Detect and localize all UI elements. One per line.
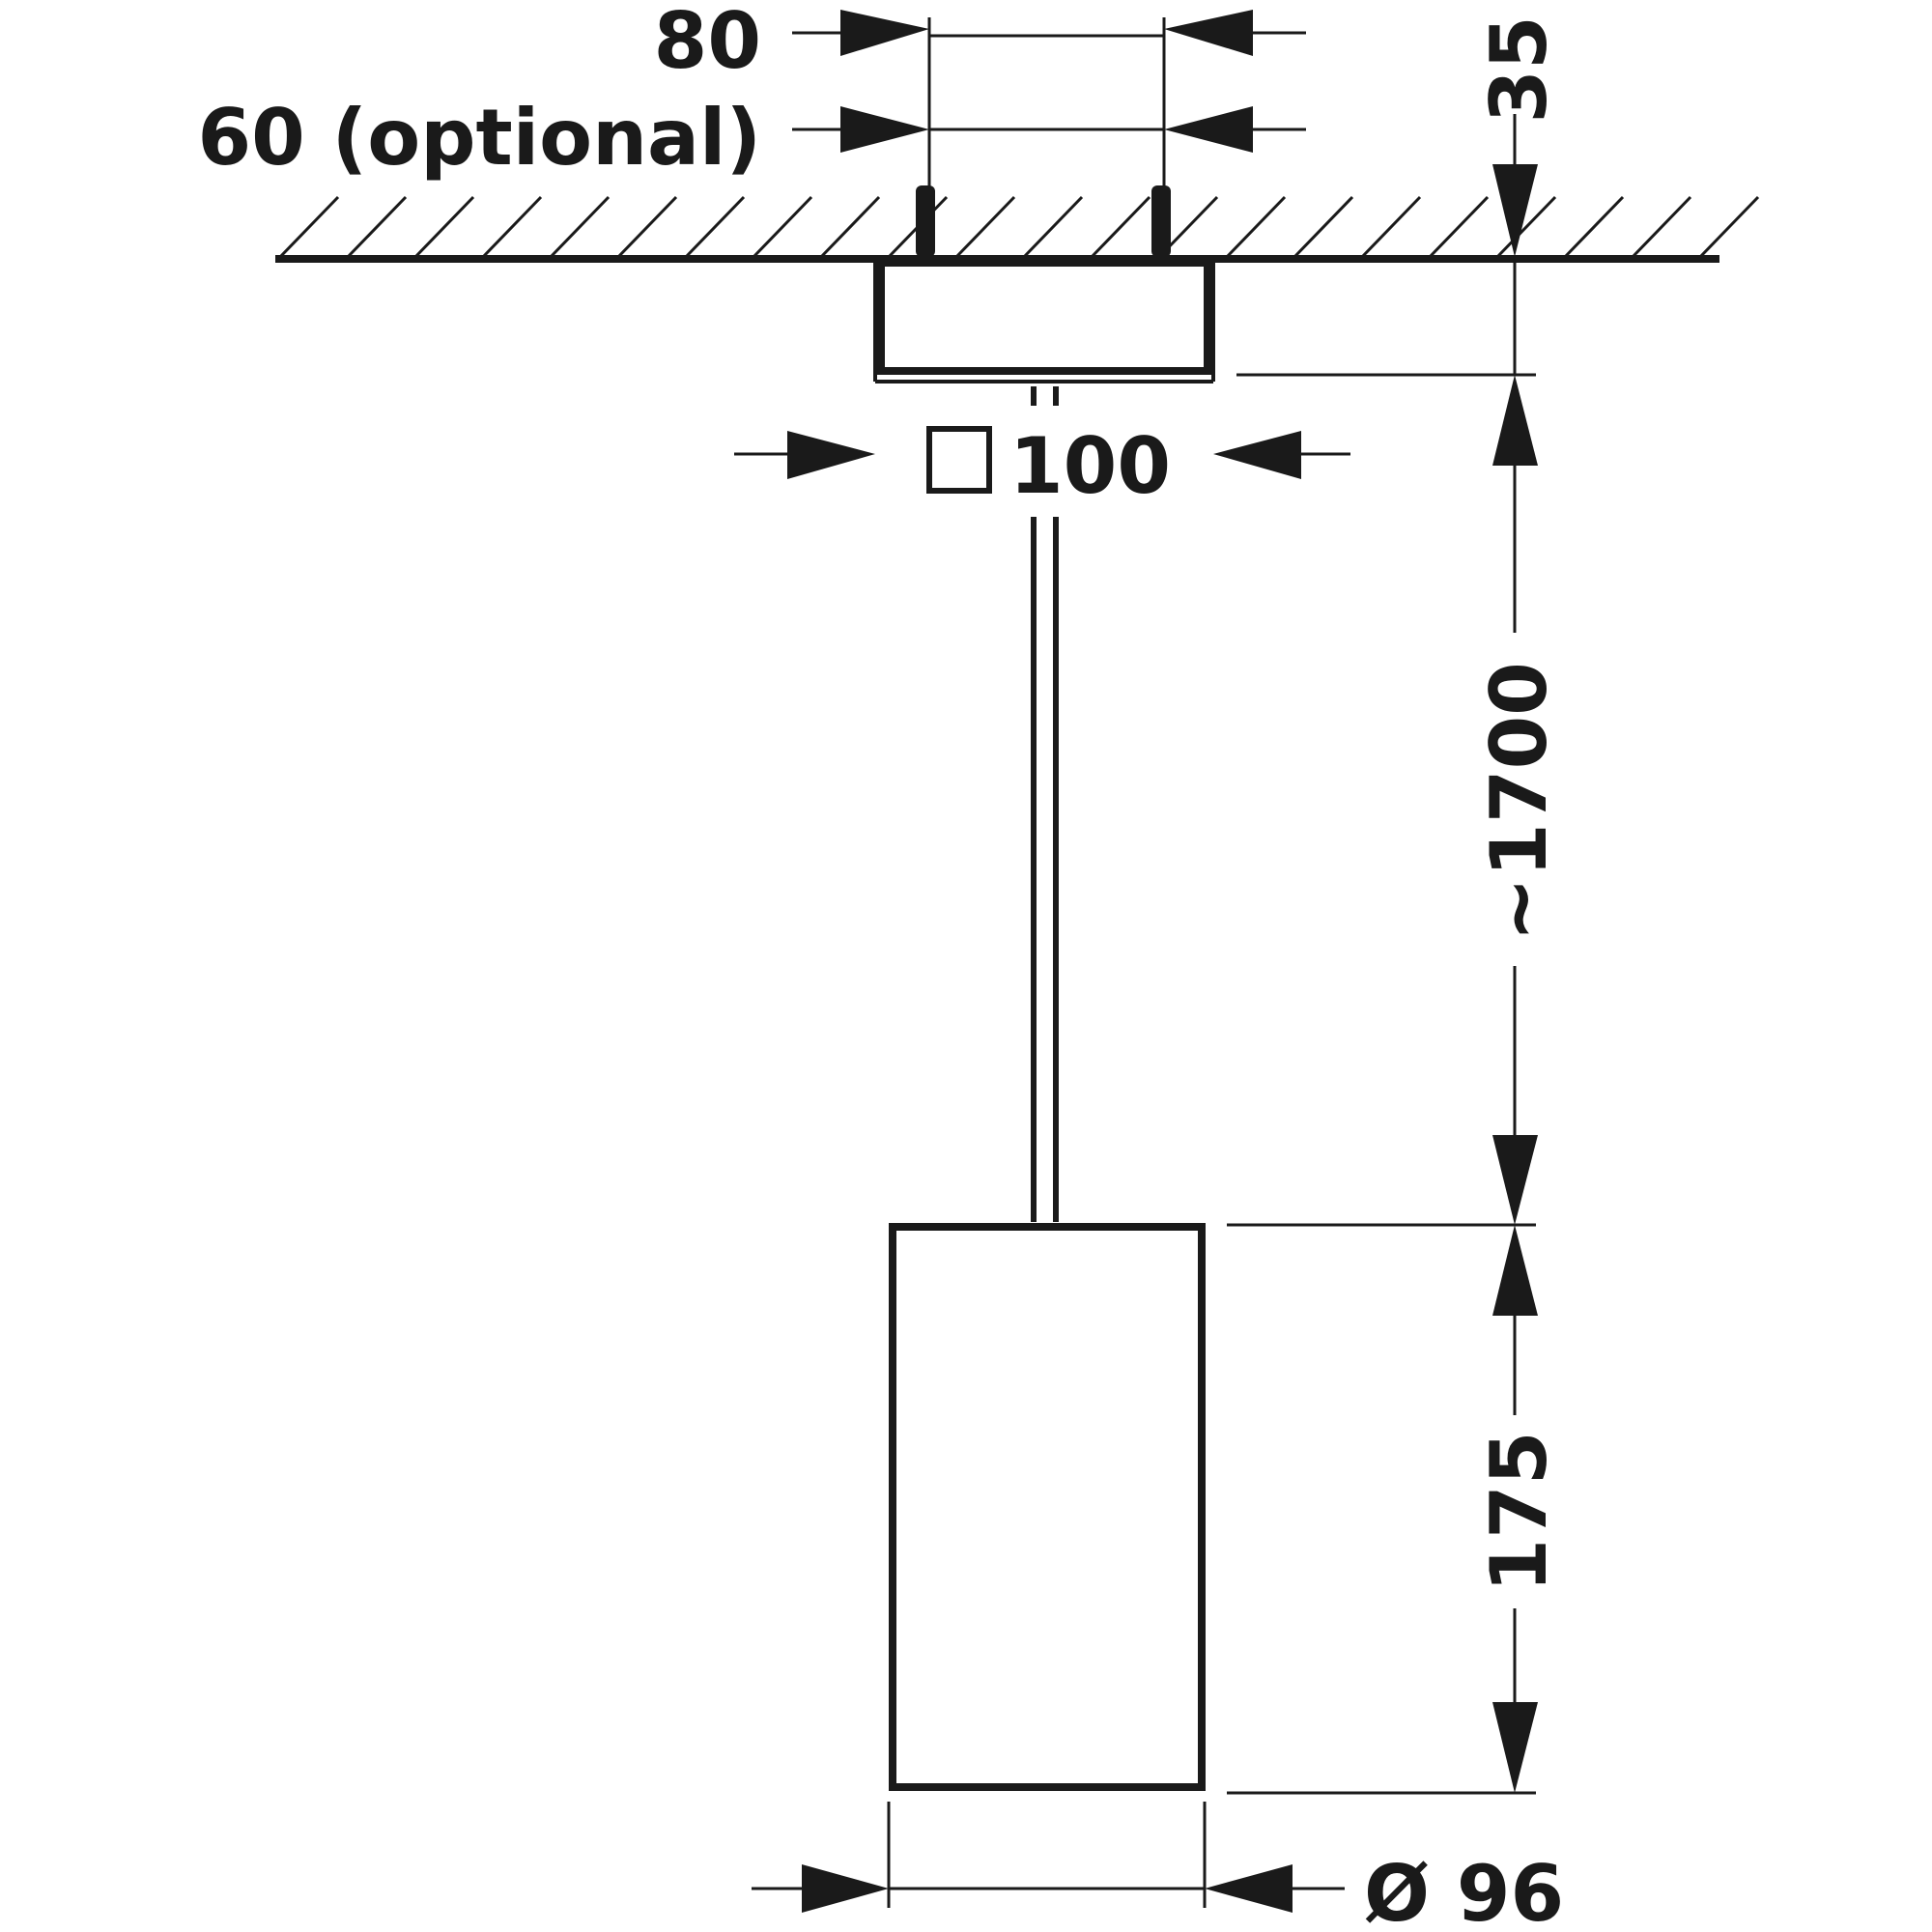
dimension-80: 80 [654,0,1306,188]
hatch-line [954,195,1016,259]
arrow-bottom-shared [1492,375,1538,466]
hatch-line [819,195,881,259]
hatch-line [1225,195,1287,259]
suspension-cable [1031,386,1059,1222]
label-1700: ~1700 [1474,662,1564,942]
arrow-top [1492,1225,1538,1316]
hatch-line [413,195,475,259]
hatch-line [1360,195,1422,259]
dimension-100: 100 [734,421,1350,511]
hatch-line [1022,195,1084,259]
arrow-left [787,431,875,479]
ceiling-hatching [278,195,1760,259]
hatch-line [1293,195,1354,259]
luminaire-body [889,1223,1206,1791]
ceiling [275,195,1760,263]
label-diameter-96: Ø 96 [1364,1849,1564,1932]
hatch-line [1428,195,1490,259]
hatch-line [1495,195,1557,259]
hatch-line [481,195,543,259]
arrow-bottom [1492,1702,1538,1793]
hatch-line [278,195,340,259]
screw-right [1151,185,1171,257]
dimension-60-optional: 60 (optional) [197,93,1306,183]
hatch-line [346,195,408,259]
hatch-line [1090,195,1151,259]
hatch-line [549,195,611,259]
canopy-box [877,259,1211,375]
label-60-optional: 60 (optional) [197,93,761,183]
label-175: 175 [1474,1432,1564,1593]
hatch-line [1563,195,1625,259]
dimension-175: 175 [1227,1225,1564,1795]
fixing-screws [916,185,1171,257]
arrow-right [1164,10,1253,56]
body-outline [889,1223,1206,1791]
hatch-line [1698,195,1760,259]
label-35: 35 [1474,15,1564,123]
dimension-1700: ~1700 [1227,466,1564,1227]
arrow-left [840,106,929,153]
dimension-35: 35 [1236,15,1564,466]
canopy [873,259,1215,384]
screw-left [916,185,935,257]
arrow-left [840,10,929,56]
label-80: 80 [654,0,761,86]
arrow-right [1213,431,1301,479]
square-symbol [926,426,992,494]
dimension-diameter-96: Ø 96 [752,1802,1564,1932]
arrow-bottom [1492,1135,1538,1225]
hatch-line [752,195,813,259]
arrow-right [1164,106,1253,153]
hatch-line [616,195,678,259]
hatch-line [1631,195,1692,259]
hatch-line [684,195,746,259]
label-100: 100 [1009,421,1171,511]
arrow-right [1205,1864,1293,1913]
arrow-left [802,1864,889,1913]
arrow-top [1492,164,1538,257]
